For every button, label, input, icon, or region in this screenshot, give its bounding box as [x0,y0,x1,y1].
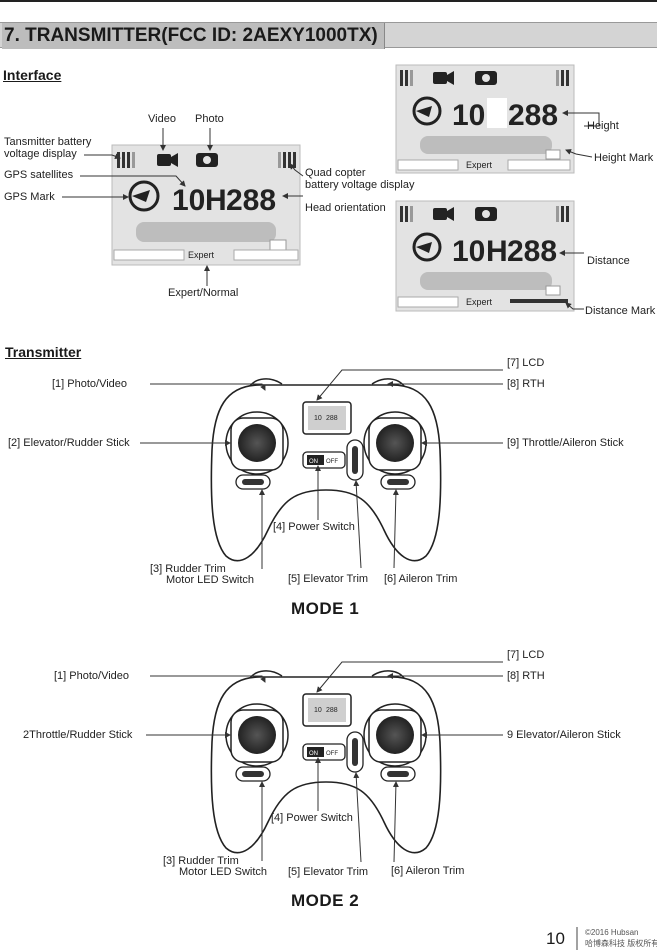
power-switch-on-mode2: ON [309,751,318,757]
mode2-label-photo-video: [1] Photo/Video [54,670,130,682]
svg-text:H: H [486,235,508,268]
mode1-label-right-stick: [9] Throttle/Aileron Stick [507,437,624,449]
mode1-label-motor-led: Motor LED Switch [166,574,255,586]
mode2-label-power-switch: [4] Power Switch [271,812,353,824]
label-quad-battery-2: battery voltage display [305,179,415,191]
label-head-orientation: Head orientation [305,202,386,214]
label-distance: Distance [587,255,630,267]
svg-text:Expert: Expert [466,160,493,170]
label-gps-mark: GPS Mark [4,191,55,203]
mode2-label-right-stick: 9 Elevator/Aileron Stick [507,729,621,741]
interface-leader-lines [62,110,600,310]
lcd-distance: 10 H 288 Expert [395,200,575,312]
mode2-label-motor-led: Motor LED Switch [179,866,268,878]
svg-text:10: 10 [314,415,322,422]
label-photo: Photo [195,113,224,125]
label-gps-satellites: GPS satellites [4,169,74,181]
section-title: 7. TRANSMITTER(FCC ID: 2AEXY1000TX) [2,23,385,49]
lcd-satellite-number: 10 [172,184,205,217]
mode1-label-elevator-trim: [5] Elevator Trim [288,573,369,585]
section-header-bar: 7. TRANSMITTER(FCC ID: 2AEXY1000TX) [0,22,657,49]
quad-battery-icon [278,152,296,168]
label-tx-battery-2: voltage display [4,148,77,160]
transmitter-heading: Transmitter [5,344,82,360]
mode1-label-rudder-trim: [3] Rudder Trim [150,563,226,575]
controller-mode2: 10 288 ON OFF [210,670,442,854]
mode1-label-lcd: [7] LCD [507,357,545,369]
power-switch-off-mode1: OFF [326,459,338,465]
mode2-label-lcd: [7] LCD [507,649,545,661]
mode2-label-rudder-trim: [3] Rudder Trim [163,855,239,867]
label-video: Video [148,113,176,125]
label-quad-battery-1: Quad copter [305,167,366,179]
mode2-label-rth: [8] RTH [507,670,545,682]
svg-text:288: 288 [326,707,338,714]
lcd-distance-satellites: 10 [452,235,485,268]
mode2-title: MODE 2 [291,891,360,910]
lcd-height: 10 288 Expert [395,64,575,174]
mode1-leader-lines [140,369,503,569]
power-switch-on-mode1: ON [309,459,318,465]
mode1-title: MODE 1 [291,599,360,618]
mode2-label-aileron-trim: [6] Aileron Trim [391,865,465,877]
mode2-label-elevator-trim: [5] Elevator Trim [288,866,369,878]
lcd-height-value: 288 [226,184,276,217]
photo-icon [196,153,218,167]
lcd-h-mark: H [205,184,227,217]
tx-battery-icon [117,152,135,168]
label-height-mark: Height Mark [594,152,654,164]
mode1-label-photo-video: [1] Photo/Video [52,378,128,390]
interface-heading: Interface [3,67,62,83]
video-icon [157,153,178,167]
label-height: Height [587,120,619,132]
top-rule [0,0,657,2]
svg-text:10: 10 [314,707,322,714]
lcd-height-satellites: 10 [452,99,485,132]
gps-mark-icon [128,180,160,212]
svg-text:288: 288 [326,415,338,422]
lcd-height-readout: 288 [508,99,558,132]
lcd-mode-text: Expert [188,250,215,260]
mode2-leader-lines [146,661,503,863]
svg-text:Expert: Expert [466,297,493,307]
mode1-label-left-stick: [2] Elevator/Rudder Stick [8,437,130,449]
label-distance-mark: Distance Mark [585,305,656,317]
footer-rights: 哈博森科技 版权所有 [585,939,657,948]
mode1-label-power-switch: [4] Power Switch [273,521,355,533]
mode1-label-rth: [8] RTH [507,378,545,390]
footer-copyright: ©2016 Hubsan [585,928,639,937]
power-switch-off-mode2: OFF [326,751,338,757]
mode2-label-left-stick: 2Throttle/Rudder Stick [23,729,133,741]
lcd-distance-readout: 288 [507,235,557,268]
label-expert-normal: Expert/Normal [168,287,239,299]
mode1-label-aileron-trim: [6] Aileron Trim [384,573,458,585]
label-tx-battery-1: Tansmitter battery [4,136,92,148]
controller-mode1: 10 288 ON OFF [210,378,442,562]
page-number: 10 [546,929,565,948]
lcd-main: 10 H 288 Expert [111,144,301,266]
